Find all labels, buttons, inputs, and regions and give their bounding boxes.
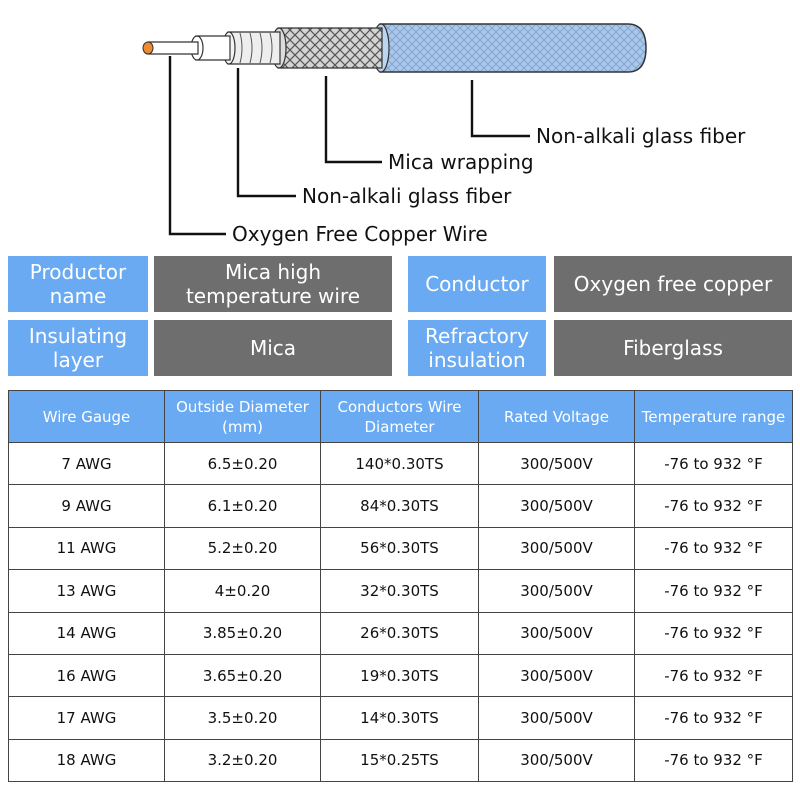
cell-rated-voltage: 300/500V xyxy=(478,569,635,613)
header-rated-voltage: Rated Voltage xyxy=(478,390,635,443)
cell-conductor-diameter: 32*0.30TS xyxy=(320,569,479,613)
refractory-insulation-value: Fiberglass xyxy=(554,320,792,376)
header-conductor-diameter: Conductors Wire Diameter xyxy=(320,390,479,443)
cell-wire-gauge: 7 AWG xyxy=(8,441,165,486)
cell-wire-gauge: 11 AWG xyxy=(8,526,165,571)
outer-sheath-layer xyxy=(379,23,647,73)
cell-rated-voltage: 300/500V xyxy=(478,696,635,740)
callout-copper-wire: Oxygen Free Copper Wire xyxy=(232,222,488,246)
cell-outside-diameter: 3.5±0.20 xyxy=(164,696,321,740)
cell-outside-diameter: 3.85±0.20 xyxy=(164,611,321,655)
conductor-value: Oxygen free copper xyxy=(554,256,792,312)
cell-temperature-range: -76 to 932 °F xyxy=(634,696,793,740)
inner-fiber-ribs xyxy=(239,32,273,64)
header-wire-gauge: Wire Gauge xyxy=(8,390,165,443)
refractory-insulation-label: Refractory insulation xyxy=(408,320,546,376)
cell-temperature-range: -76 to 932 °F xyxy=(634,569,793,613)
cell-temperature-range: -76 to 932 °F xyxy=(634,611,793,655)
wire-spec-table: Wire Gauge Outside Diameter (mm) Conduct… xyxy=(8,390,793,783)
insulating-layer-label: Insulating layer xyxy=(8,320,148,376)
cell-rated-voltage: 300/500V xyxy=(478,653,635,698)
cell-outside-diameter: 5.2±0.20 xyxy=(164,526,321,571)
cell-outside-diameter: 3.65±0.20 xyxy=(164,653,321,698)
cell-wire-gauge: 17 AWG xyxy=(8,696,165,740)
callout-outer-glass-fiber: Non-alkali glass fiber xyxy=(536,124,746,148)
cell-outside-diameter: 6.5±0.20 xyxy=(164,441,321,486)
copper-core-tip xyxy=(142,41,154,55)
cell-temperature-range: -76 to 932 °F xyxy=(634,526,793,571)
cell-conductor-diameter: 56*0.30TS xyxy=(320,526,479,571)
cell-wire-gauge: 18 AWG xyxy=(8,738,165,783)
cell-rated-voltage: 300/500V xyxy=(478,441,635,486)
cell-conductor-diameter: 26*0.30TS xyxy=(320,611,479,655)
cell-rated-voltage: 300/500V xyxy=(478,484,635,528)
leader-lines xyxy=(168,56,530,236)
callout-inner-glass-fiber: Non-alkali glass fiber xyxy=(302,184,512,208)
product-name-value: Mica high temperature wire xyxy=(154,256,392,312)
copper-conductor xyxy=(147,41,199,55)
insulating-layer-value: Mica xyxy=(154,320,392,376)
header-outside-diameter: Outside Diameter (mm) xyxy=(164,390,321,443)
cell-conductor-diameter: 19*0.30TS xyxy=(320,653,479,698)
cell-conductor-diameter: 84*0.30TS xyxy=(320,484,479,528)
cell-temperature-range: -76 to 932 °F xyxy=(634,484,793,528)
cell-rated-voltage: 300/500V xyxy=(478,611,635,655)
conductor-label: Conductor xyxy=(408,256,546,312)
cell-outside-diameter: 6.1±0.20 xyxy=(164,484,321,528)
cell-outside-diameter: 4±0.20 xyxy=(164,569,321,613)
cell-temperature-range: -76 to 932 °F xyxy=(634,653,793,698)
callout-mica-wrapping: Mica wrapping xyxy=(388,150,534,174)
cell-conductor-diameter: 15*0.25TS xyxy=(320,738,479,783)
table-header-row: Wire Gauge Outside Diameter (mm) Conduct… xyxy=(8,390,793,443)
cell-rated-voltage: 300/500V xyxy=(478,526,635,571)
cell-wire-gauge: 9 AWG xyxy=(8,484,165,528)
cell-wire-gauge: 13 AWG xyxy=(8,569,165,613)
cable-diagram xyxy=(142,23,647,236)
cell-temperature-range: -76 to 932 °F xyxy=(634,738,793,783)
header-temperature-range: Temperature range xyxy=(634,390,793,443)
cell-temperature-range: -76 to 932 °F xyxy=(634,441,793,486)
cell-conductor-diameter: 14*0.30TS xyxy=(320,696,479,740)
cell-wire-gauge: 16 AWG xyxy=(8,653,165,698)
product-name-label: Productor name xyxy=(8,256,148,312)
cell-wire-gauge: 14 AWG xyxy=(8,611,165,655)
mica-wrapping-layer xyxy=(277,27,383,69)
cell-conductor-diameter: 140*0.30TS xyxy=(320,441,479,486)
cell-outside-diameter: 3.2±0.20 xyxy=(164,738,321,783)
cell-rated-voltage: 300/500V xyxy=(478,738,635,783)
